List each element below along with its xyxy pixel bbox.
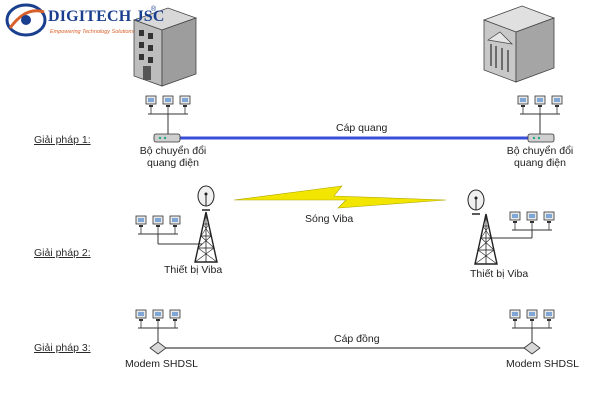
logo-tagline: Empowering Technology Solutions bbox=[50, 29, 135, 35]
microwave-left-label: Thiết bị Viba bbox=[164, 264, 223, 276]
computer-group-icon bbox=[509, 211, 555, 231]
modem-right-label: Modem SHDSL bbox=[506, 358, 579, 370]
microwave-link-label: Sóng Viba bbox=[305, 213, 354, 225]
converter-left-label: Bộ chuyển đổi quang điện bbox=[139, 145, 207, 169]
radio-tower-icon bbox=[474, 213, 498, 265]
company-logo: DIGITECH JSC ® Empowering Technology Sol… bbox=[4, 2, 164, 42]
converter-icon bbox=[153, 133, 181, 143]
radio-tower-icon bbox=[194, 211, 218, 263]
satellite-dish-icon bbox=[197, 185, 215, 211]
fiber-link-label: Cáp quang bbox=[336, 122, 388, 134]
lightning-bolt-icon bbox=[233, 185, 447, 209]
solution-1 bbox=[145, 95, 563, 143]
bank-building-icon bbox=[482, 5, 556, 83]
modem-left-label: Modem SHDSL bbox=[125, 358, 198, 370]
logo-swoosh-icon bbox=[5, 3, 47, 37]
computer-group-icon bbox=[145, 95, 191, 115]
building-icon bbox=[132, 7, 198, 87]
solution-2-label: Giải pháp 2: bbox=[34, 247, 91, 259]
logo-name: DIGITECH JSC bbox=[48, 8, 165, 25]
solution-2 bbox=[135, 185, 555, 265]
computer-group-icon bbox=[135, 215, 181, 235]
converter-right-label: Bộ chuyển đổi quang điện bbox=[506, 145, 574, 169]
copper-link-label: Cáp đồng bbox=[334, 333, 380, 345]
modem-icon bbox=[523, 341, 541, 355]
computer-group-icon bbox=[135, 309, 181, 329]
computer-group-icon bbox=[517, 95, 563, 115]
converter-icon bbox=[527, 133, 555, 143]
modem-icon bbox=[149, 341, 167, 355]
satellite-dish-icon bbox=[467, 189, 485, 215]
microwave-right-label: Thiết bị Viba bbox=[470, 268, 529, 280]
logo-registered-mark: ® bbox=[151, 6, 157, 13]
solution-1-label: Giải pháp 1: bbox=[34, 134, 91, 146]
solution-3 bbox=[135, 309, 555, 355]
computer-group-icon bbox=[509, 309, 555, 329]
solution-3-label: Giải pháp 3: bbox=[34, 342, 91, 354]
